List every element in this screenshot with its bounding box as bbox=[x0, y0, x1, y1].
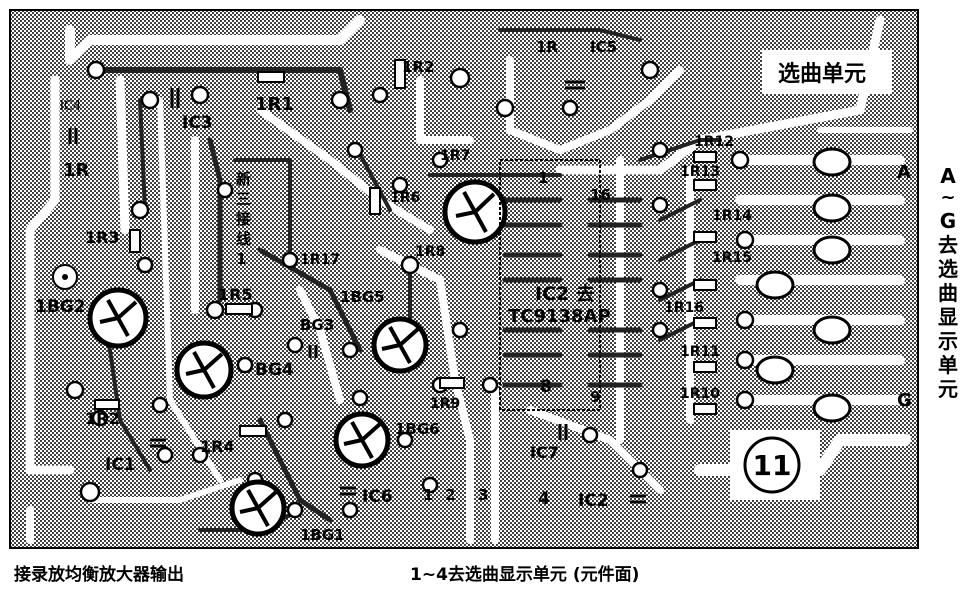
connector-pin-1: 1 bbox=[423, 486, 433, 504]
label-bg3: BG3 bbox=[300, 316, 334, 334]
ic2-pin-1: 1 bbox=[538, 169, 548, 187]
resistor-bodies bbox=[94, 59, 717, 437]
mounting-hole-dot bbox=[62, 274, 68, 280]
side-label-char: 示 bbox=[938, 329, 958, 353]
side-label-char: 元 bbox=[938, 377, 958, 401]
side-label-char: G bbox=[940, 209, 956, 233]
label-1r-top: 1R bbox=[63, 160, 90, 181]
label-ic2-part: TC9138AP bbox=[508, 306, 611, 327]
label-1r13: 1R13 bbox=[680, 164, 720, 180]
label-1r17: 1R17 bbox=[300, 252, 340, 268]
label-bg4: BG4 bbox=[255, 360, 294, 380]
label-1r16: 1R16 bbox=[664, 300, 704, 316]
label-1r10: 1R10 bbox=[680, 386, 720, 402]
new-lines-char: 新 bbox=[236, 170, 251, 188]
component-labels: IC4 1R 1R1 IC3 1R2 IC5 1R 1R3 1BG2 1R2 I… bbox=[35, 38, 752, 544]
footer-right: 1~4去选曲显示单元 (元件面) bbox=[410, 564, 639, 585]
label-1bg5: 1BG5 bbox=[340, 288, 385, 306]
label-1r14: 1R14 bbox=[712, 208, 752, 224]
side-label-char: ~ bbox=[940, 187, 955, 208]
unit-number-circle bbox=[743, 436, 801, 494]
footer-left: 接录放均衡放大器输出 bbox=[14, 564, 184, 585]
new-lines-char: 1 bbox=[236, 250, 246, 268]
side-label-char: 曲 bbox=[938, 281, 958, 305]
side-label-char: 单 bbox=[938, 353, 958, 377]
connector-pin-3: 3 bbox=[478, 486, 488, 504]
label-1r9: 1R9 bbox=[430, 396, 460, 412]
connector-pin-4: 4 bbox=[538, 489, 550, 509]
dark-traces bbox=[92, 28, 722, 532]
side-label-char: A bbox=[940, 164, 956, 188]
capacitor-symbols bbox=[68, 80, 646, 504]
label-1bg2: 1BG2 bbox=[35, 297, 86, 317]
label-1r8: 1R8 bbox=[415, 244, 445, 260]
label-1r3: 1R3 bbox=[85, 228, 120, 247]
pin-label-a: A bbox=[897, 162, 911, 183]
solder-pads bbox=[65, 60, 755, 519]
label-1r2: 1R2 bbox=[85, 409, 120, 428]
label-1r-topright: 1R bbox=[536, 38, 558, 56]
label-1r12: 1R12 bbox=[694, 134, 734, 150]
label-ic3: IC3 bbox=[182, 113, 213, 133]
label-ic5: IC5 bbox=[590, 38, 617, 56]
side-label-char: 去 bbox=[938, 233, 958, 257]
side-label-char: 选 bbox=[938, 257, 958, 281]
label-1r7: 1R7 bbox=[440, 148, 470, 164]
label-1r4: 1R4 bbox=[200, 437, 235, 456]
label-1r11: 1R11 bbox=[680, 344, 720, 360]
new-lines-label: 新 三 接 线 1 bbox=[236, 170, 251, 268]
label-ic2-chip: IC2 去 bbox=[535, 282, 595, 305]
pin-label-g: G bbox=[897, 390, 912, 411]
title-label-box bbox=[762, 50, 892, 94]
label-1r5: 1R5 bbox=[218, 285, 253, 304]
label-1r2-top: 1R2 bbox=[402, 58, 434, 76]
board-title: 选曲单元 bbox=[778, 62, 866, 87]
transistor-internals bbox=[99, 191, 496, 527]
edge-connector-pads bbox=[755, 147, 852, 423]
label-ic7: IC7 bbox=[530, 443, 559, 462]
label-ic2-bottom: IC2 bbox=[578, 491, 609, 511]
ic2-pin-9: 9 bbox=[590, 388, 600, 406]
ic2-pin-16: 16 bbox=[590, 186, 611, 204]
label-ic1: IC1 bbox=[105, 455, 136, 475]
ic2-chip-outline bbox=[499, 159, 601, 411]
new-lines-char: 接 bbox=[236, 210, 251, 228]
side-label-char: 显 bbox=[938, 305, 958, 329]
connector-pin-2: 2 bbox=[445, 486, 455, 504]
label-bg1: 1BG1 bbox=[300, 526, 345, 544]
label-ic4: IC4 bbox=[60, 99, 81, 114]
label-1r15: 1R15 bbox=[712, 250, 752, 266]
new-lines-char: 三 bbox=[236, 190, 251, 208]
ic2-pin-8: 8 bbox=[540, 377, 552, 397]
label-1r6: 1R6 bbox=[390, 190, 420, 206]
label-1r1: 1R1 bbox=[255, 94, 294, 115]
label-1bg6: 1BG6 bbox=[395, 420, 440, 438]
side-label: A ~ G 去 选 曲 显 示 单 元 bbox=[938, 164, 958, 401]
unit-number: 11 bbox=[753, 449, 792, 482]
label-ic6: IC6 bbox=[362, 487, 393, 507]
new-lines-char: 线 bbox=[236, 230, 251, 248]
